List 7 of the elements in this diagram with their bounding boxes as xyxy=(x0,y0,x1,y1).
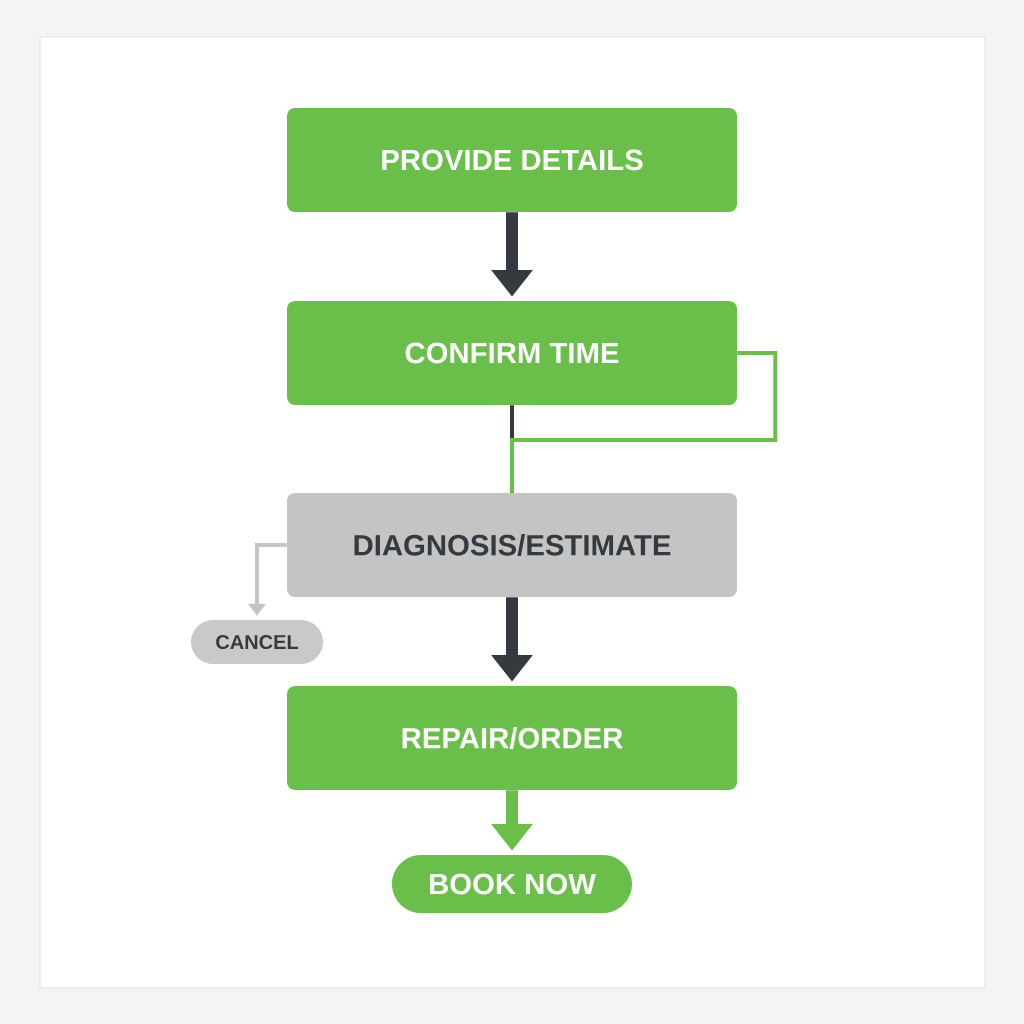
action-pill: BOOK NOW xyxy=(392,855,632,913)
process-box: REPAIR/ORDER xyxy=(287,686,737,790)
cancel-pill: CANCEL xyxy=(191,620,323,664)
connector-line xyxy=(510,351,778,493)
process-box: PROVIDE DETAILS xyxy=(287,108,737,212)
process-box: DIAGNOSIS/ESTIMATE xyxy=(287,493,737,597)
process-box: CONFIRM TIME xyxy=(287,301,737,405)
